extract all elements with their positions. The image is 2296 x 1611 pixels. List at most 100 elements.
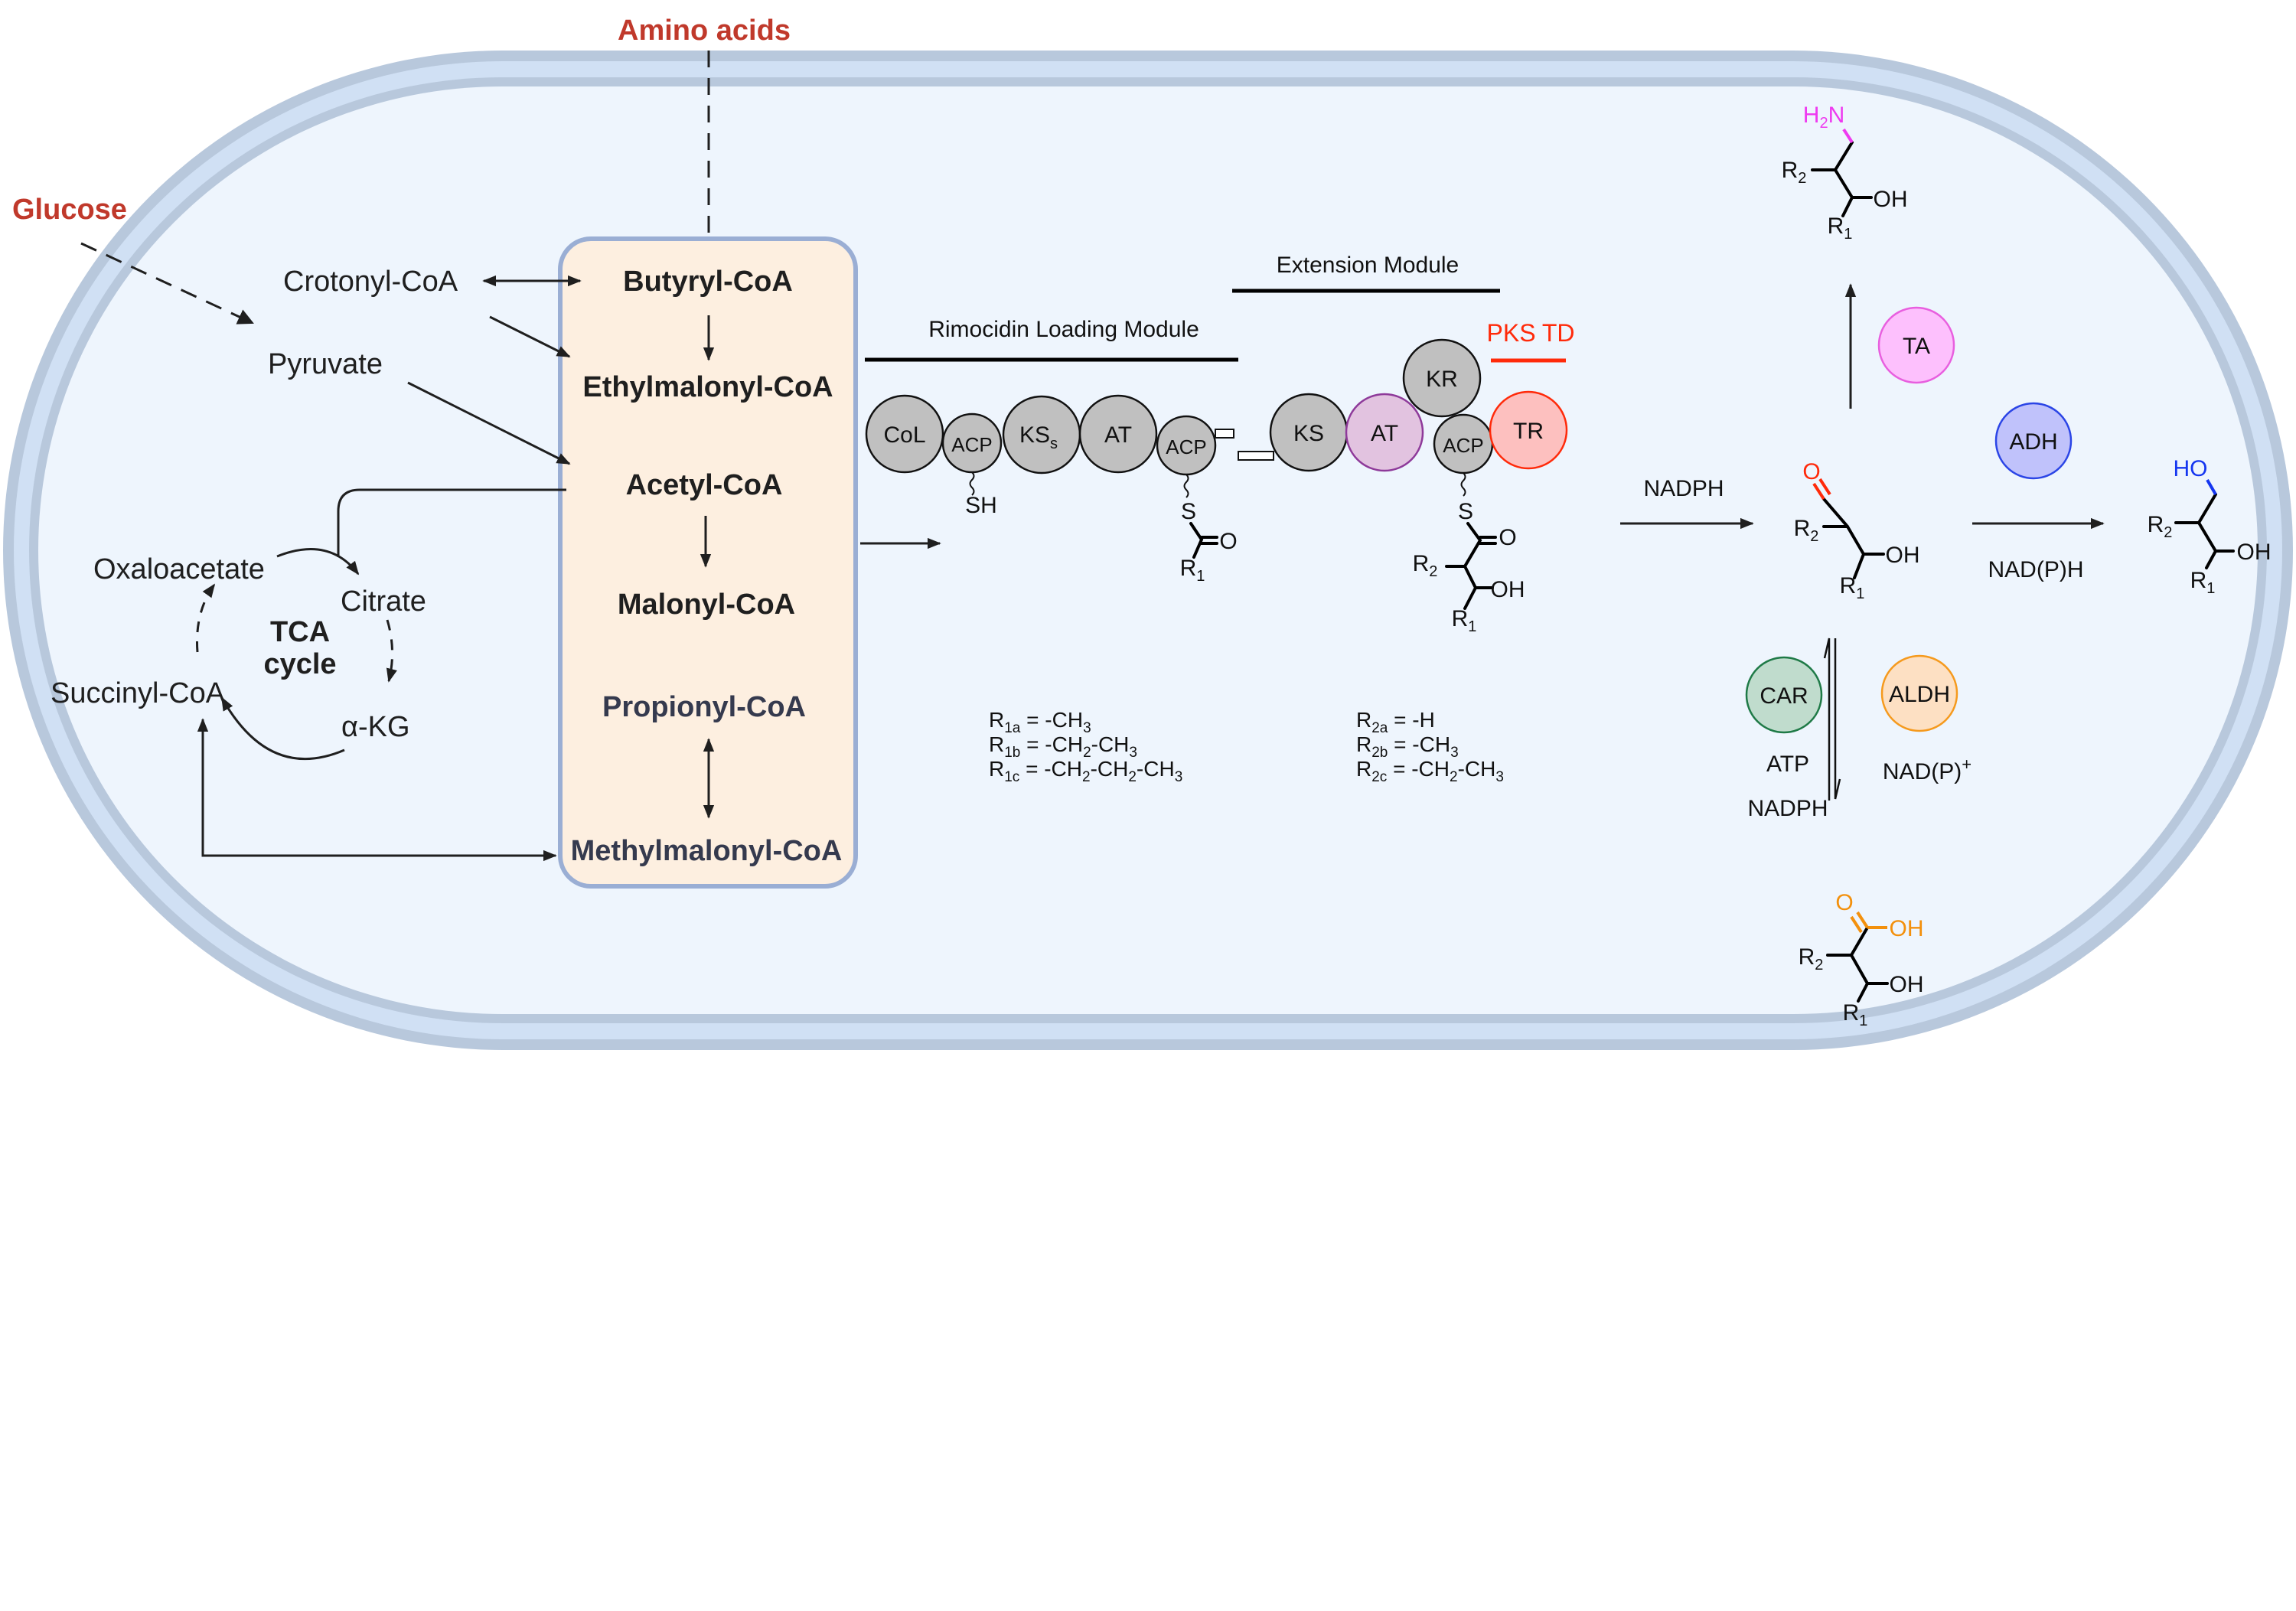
s-label-ext: S xyxy=(1458,499,1473,524)
aldehyde-intermediate: O R2 OH R1 xyxy=(1794,459,1920,602)
tca-cycle-label-1: TCA xyxy=(270,616,330,648)
succinyl-to-oxaloacetate-arrow xyxy=(196,583,216,653)
r2-label-ext: R2 xyxy=(1413,551,1438,580)
loading-thioester-bonds xyxy=(1189,522,1218,559)
enzyme-adh[interactable]: ADH xyxy=(1994,402,2073,480)
phosphopantetheine-arm-1 xyxy=(969,471,975,496)
alpha-kg: α-KG xyxy=(341,711,410,743)
domain-at-loading[interactable]: AT xyxy=(1078,394,1158,474)
r1-definition-1b: R1b = -CH2-CH3 xyxy=(989,732,1137,761)
aldehyde-r2: R2 xyxy=(1794,516,1819,545)
docking-domain-1 xyxy=(1215,429,1234,439)
aldehyde-bonds xyxy=(1822,497,1885,579)
acid-oh: OH xyxy=(1890,972,1924,997)
domain-ks[interactable]: KS xyxy=(1269,393,1349,472)
alcohol-r1: R1 xyxy=(2190,568,2216,597)
domain-kr[interactable]: KR xyxy=(1402,338,1482,418)
alcohol-bonds xyxy=(2174,493,2235,569)
acid-oh-top: OH xyxy=(1890,916,1924,941)
acid-r1: R1 xyxy=(1843,1000,1868,1029)
enzyme-car[interactable]: CAR xyxy=(1745,656,1823,734)
nadph-label-1: NADPH xyxy=(1643,476,1724,501)
r2-definition-2c: R2c = -CH2-CH3 xyxy=(1356,757,1504,785)
enzyme-ta[interactable]: TA xyxy=(1877,306,1955,384)
aldehyde-oh: OH xyxy=(1886,543,1920,568)
oxaloacetate-to-citrate-arrow xyxy=(276,548,360,576)
r2-definition-2a: R2a = -H xyxy=(1356,708,1435,736)
domain-ks-s-label: KSs xyxy=(1019,422,1058,452)
domain-acp-2[interactable]: ACP xyxy=(1156,415,1217,476)
extension-module: KS AT KR ACP TR S O R2 OH R1 xyxy=(1269,338,1568,635)
acid-carboxyl-bonds xyxy=(1850,911,1887,934)
succinyl-methylmalonyl-arrow xyxy=(197,718,557,862)
domain-acp-1-label: ACP xyxy=(951,433,992,456)
r1-definition-1c: R1c = -CH2-CH2-CH3 xyxy=(989,757,1182,785)
domain-ks-label: KS xyxy=(1293,421,1324,446)
crotonyl-coa: Crotonyl-CoA xyxy=(283,266,458,298)
acid-product: O OH R2 OH R1 xyxy=(1799,890,1924,1029)
aldehyde-to-acid-arrow xyxy=(1834,638,1841,800)
amine-product: H2N R2 OH R1 xyxy=(1782,103,1908,243)
butyryl-coa: Butyryl-CoA xyxy=(623,266,793,298)
enzyme-adh-label: ADH xyxy=(2009,429,2057,455)
amine-r2: R2 xyxy=(1782,158,1807,187)
nadp-plus-label: NAD(P)+ xyxy=(1883,755,1971,784)
aldehyde-o: O xyxy=(1802,459,1820,484)
domain-at-extension[interactable]: AT xyxy=(1345,393,1424,472)
domain-at-extension-label: AT xyxy=(1371,421,1398,446)
methylmalonyl-coa: Methylmalonyl-CoA xyxy=(571,835,843,867)
nadph-label-2: NADPH xyxy=(1747,796,1828,821)
malonyl-coa: Malonyl-CoA xyxy=(618,589,795,621)
citrate: Citrate xyxy=(341,585,426,618)
enzyme-ta-label: TA xyxy=(1903,334,1930,359)
cell-membrane xyxy=(3,51,2293,1050)
domain-acp-2-label: ACP xyxy=(1166,435,1206,458)
glucose-arrow xyxy=(80,242,254,324)
loading-module-label: Rimocidin Loading Module xyxy=(928,317,1199,342)
domain-tr[interactable]: TR xyxy=(1489,390,1568,470)
aldehyde-carbonyl xyxy=(1812,478,1831,501)
ethylmalonyl-coa: Ethylmalonyl-CoA xyxy=(582,371,833,403)
enzyme-aldh-label: ALDH xyxy=(1889,682,1950,707)
enzyme-aldh[interactable]: ALDH xyxy=(1880,654,1958,732)
ext-intermediate-bonds xyxy=(1445,522,1497,610)
enzyme-car-label: CAR xyxy=(1760,683,1808,709)
cytoplasm xyxy=(38,86,2258,1014)
domain-acp-ext[interactable]: ACP xyxy=(1433,413,1494,474)
amine-bond-colored xyxy=(1842,128,1854,144)
domain-kr-label: KR xyxy=(1426,367,1458,392)
alcohol-oh: OH xyxy=(2237,540,2272,565)
acid-r2: R2 xyxy=(1799,944,1824,973)
aldehyde-r1: R1 xyxy=(1840,573,1865,602)
domain-tr-label: TR xyxy=(1513,419,1544,444)
glucose-label: Glucose xyxy=(12,194,127,226)
sh-label: SH xyxy=(965,493,997,518)
domain-ks-s[interactable]: KSs xyxy=(1002,395,1081,474)
oxaloacetate: Oxaloacetate xyxy=(93,553,265,585)
domain-col[interactable]: CoL xyxy=(865,394,944,474)
domain-at-loading-label: AT xyxy=(1104,422,1132,448)
docking-domain-2 xyxy=(1238,451,1274,461)
alcohol-product: HO R2 OH R1 xyxy=(2148,456,2272,597)
acid-o: O xyxy=(1835,890,1853,915)
phosphopantetheine-arm-2 xyxy=(1183,474,1189,498)
domain-acp-ext-label: ACP xyxy=(1443,434,1483,457)
tca-cycle-label-2: cycle xyxy=(263,648,336,680)
o-label-ext: O xyxy=(1499,525,1516,550)
extension-module-label: Extension Module xyxy=(1277,253,1459,278)
domain-acp-1[interactable]: ACP xyxy=(941,413,1003,474)
citrate-to-akg-arrow xyxy=(386,619,397,683)
pyruvate-to-acetyl-arrow xyxy=(407,381,571,465)
pks-td-label: PKS TD xyxy=(1487,319,1575,347)
atp-label: ATP xyxy=(1766,752,1809,777)
o-label-loading: O xyxy=(1219,529,1237,554)
crotonyl-to-ethylmalonyl-arrow xyxy=(489,315,571,358)
amine-bonds xyxy=(1811,141,1873,217)
loading-module: CoL ACP KSs AT ACP SH S O R1 xyxy=(865,394,1274,585)
alcohol-bond-colored xyxy=(2206,478,2217,496)
alcohol-ho: HO xyxy=(2174,456,2208,481)
r1-label-ext: R1 xyxy=(1452,606,1477,635)
